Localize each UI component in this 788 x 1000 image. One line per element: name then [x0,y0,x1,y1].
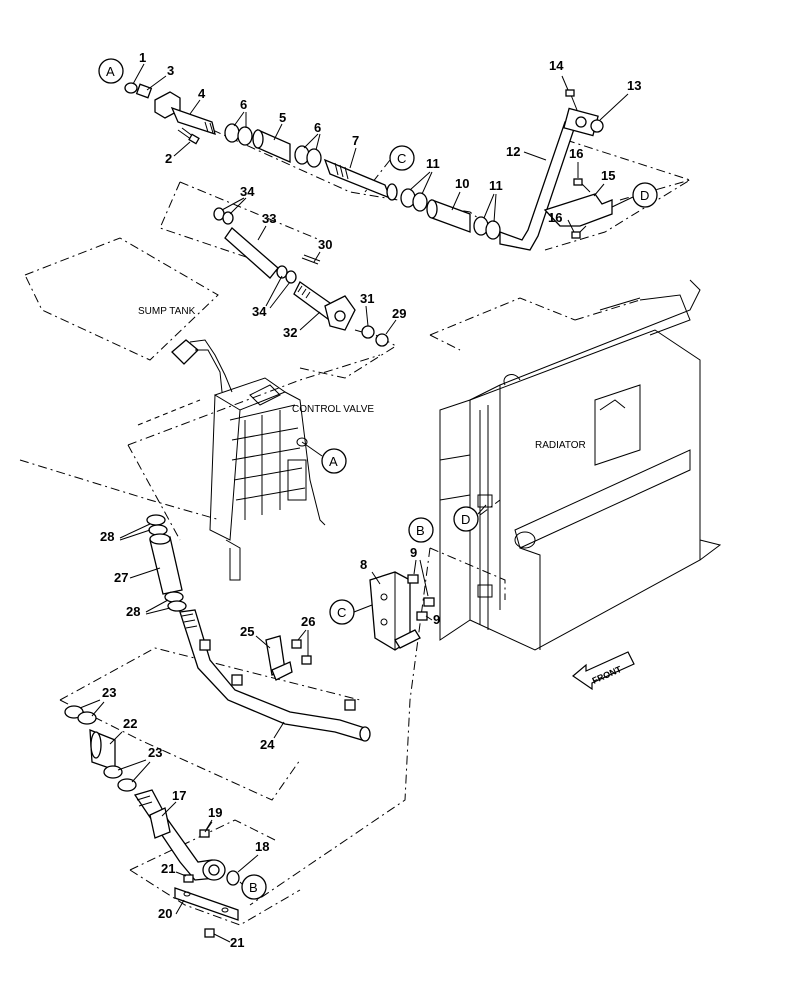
svg-text:7: 7 [352,133,359,148]
svg-text:1: 1 [139,50,146,65]
svg-text:28: 28 [100,529,114,544]
plate-20 [174,887,239,921]
suction-pipe-assembly [213,207,389,347]
hose-27-assembly [146,514,187,612]
callout-c-pipe: C [389,145,415,171]
svg-text:24: 24 [260,737,275,752]
svg-text:23: 23 [148,745,162,760]
svg-text:12: 12 [506,144,520,159]
svg-text:28: 28 [126,604,140,619]
callout-d-radiator: D [453,506,479,532]
o-ring-29 [375,333,389,347]
radiator [439,279,722,651]
svg-text:21: 21 [230,935,244,950]
svg-text:31: 31 [360,291,374,306]
svg-text:17: 17 [172,788,186,803]
svg-text:C: C [337,605,346,620]
svg-text:A: A [329,454,338,469]
svg-text:21: 21 [161,861,175,876]
svg-text:26: 26 [301,614,315,629]
svg-text:11: 11 [489,178,503,193]
svg-text:16: 16 [569,146,583,161]
svg-text:C: C [397,151,406,166]
svg-text:16: 16 [548,210,562,225]
svg-text:6: 6 [314,120,321,135]
radiator-label: RADIATOR [535,440,586,451]
svg-text:D: D [461,512,470,527]
front-direction-arrow: FRONT [572,651,635,691]
sump-tank-label: SUMP TANK [138,306,196,317]
svg-text:34: 34 [240,184,255,199]
elbow-pipe-12 [499,121,576,251]
callout-d-bracket: D [632,182,658,208]
svg-text:34: 34 [252,304,267,319]
component-labels: SUMP TANK CONTROL VALVE RADIATOR [138,306,586,451]
pipe-7 [323,158,392,200]
svg-text:30: 30 [318,237,332,252]
fitting-31 [361,325,375,339]
svg-text:9: 9 [410,545,417,560]
svg-text:D: D [640,188,649,203]
svg-text:5: 5 [279,110,286,125]
svg-text:A: A [106,64,115,79]
svg-text:4: 4 [198,86,206,101]
hose-27 [149,536,183,595]
svg-text:11: 11 [426,156,440,171]
svg-text:27: 27 [114,570,128,585]
svg-text:20: 20 [158,906,172,921]
bottom-pipe-assembly [64,705,240,938]
svg-text:25: 25 [240,624,254,639]
svg-text:B: B [416,523,425,538]
svg-text:13: 13 [627,78,641,93]
part-number-labels: 1 3 4 2 6 5 6 7 11 10 11 12 14 13 16 15 … [79,50,641,950]
svg-text:3: 3 [167,63,174,78]
svg-text:32: 32 [283,325,297,340]
hose-10 [431,199,471,233]
svg-text:23: 23 [102,685,116,700]
boundary-lines [19,121,692,926]
svg-text:29: 29 [392,306,406,321]
callout-a-valve: A [321,448,347,474]
svg-text:18: 18 [255,839,269,854]
svg-text:33: 33 [262,211,276,226]
control-valve-label: CONTROL VALVE [292,404,374,415]
svg-text:8: 8 [360,557,367,572]
pipe-24 [179,609,371,742]
callout-a-top: A [98,58,124,84]
hose-clamp-6 [224,123,240,143]
hose-33 [224,227,279,279]
reference-callouts: A A C C D D B B [98,58,658,900]
callout-b-radiator: B [408,517,434,543]
svg-text:15: 15 [601,168,615,183]
callout-c-bracket: C [329,599,355,625]
elbow-pipe-4 [170,106,216,135]
svg-text:14: 14 [549,58,564,73]
svg-text:19: 19 [208,805,222,820]
svg-text:9: 9 [433,612,440,627]
o-ring-1 [124,82,138,94]
fitting-3 [135,83,153,99]
bracket-8 [369,571,435,651]
svg-text:10: 10 [455,176,469,191]
hose-clamp-6b [237,126,253,146]
control-valve [209,377,326,581]
svg-text:22: 22 [123,716,137,731]
svg-text:6: 6 [240,97,247,112]
sump-tank-outline [171,339,233,393]
o-ring-18 [226,870,240,886]
svg-text:B: B [249,880,258,895]
svg-text:2: 2 [165,151,172,166]
top-pipe-assembly [124,82,613,251]
callout-b-bottom: B [241,874,267,900]
